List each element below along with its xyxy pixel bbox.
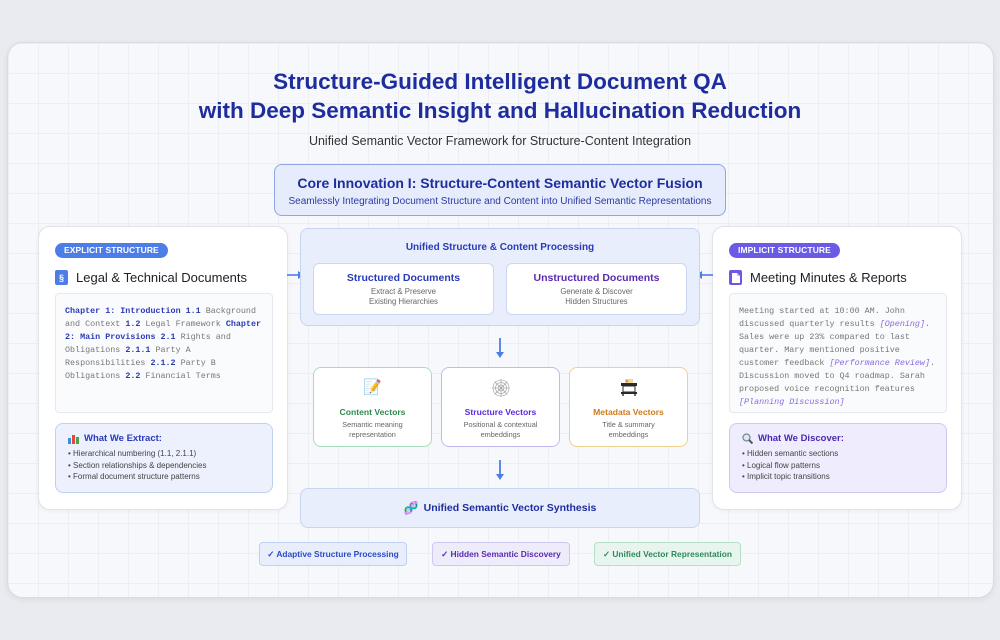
what-we-extract-title: What We Extract: (84, 433, 162, 444)
what-we-discover-box: What We Discover: Hidden semantic sectio… (729, 423, 947, 493)
section-number: 1.2 (125, 319, 141, 329)
synthesis-label: Unified Semantic Vector Synthesis (423, 502, 597, 514)
structure-vectors-title: Structure Vectors (464, 407, 537, 417)
content-vectors-line-1: Semantic meaning (342, 420, 403, 429)
memo-pencil-icon: 📝 (363, 379, 382, 396)
discover-item: Hidden semantic sections (742, 448, 934, 460)
structure-vectors-line-2: embeddings (480, 429, 521, 439)
section-text: Financial Terms (140, 371, 221, 381)
core-innovation-title: Core Innovation I: Structure-Content Sem… (297, 175, 703, 191)
discover-item: Implicit topic transitions (742, 471, 934, 483)
minutes-text: Meeting started at 10:00 AM. John discus… (739, 306, 905, 329)
unified-synthesis-box: 🧬 Unified Semantic Vector Synthesis (300, 488, 700, 528)
adaptive-structure-processing-pill: ✓ Adaptive Structure Processing (259, 542, 407, 566)
implicit-structure-badge: IMPLICIT STRUCTURE (729, 243, 840, 258)
content-vectors-title: Content Vectors (339, 407, 406, 417)
minutes-text: . Discussion moved to Q4 roadmap. Sarah … (739, 358, 936, 394)
bar-chart-icon (68, 434, 79, 444)
unstructured-documents-title: Unstructured Documents (533, 272, 660, 284)
extract-item: Formal document structure patterns (68, 471, 260, 483)
hidden-semantic-discovery-pill: ✓ Hidden Semantic Discovery (432, 542, 570, 566)
unstructured-documents-card: Unstructured Documents Generate & Discov… (506, 263, 687, 315)
metadata-vectors-card: Metadata Vectors Title & summary embeddi… (569, 367, 688, 447)
section-number: 2.1.1 (125, 345, 151, 355)
extract-item: Hierarchical numbering (1.1, 2.1.1) (68, 448, 260, 460)
discovered-topic-tag: [Opening] (879, 319, 925, 329)
meeting-minutes-sample: Meeting started at 10:00 AM. John discus… (729, 293, 947, 413)
section-sign-icon: § (55, 270, 68, 285)
section-number: 2.2 (125, 371, 141, 381)
metadata-vectors-title: Metadata Vectors (593, 407, 664, 417)
section-text: Legal Framework (140, 319, 226, 329)
discovered-topic-tag: [Planning Discussion] (739, 397, 845, 407)
structure-vectors-line-1: Positional & contextual (463, 420, 538, 429)
document-icon (729, 270, 742, 285)
core-innovation-box: Core Innovation I: Structure-Content Sem… (274, 164, 726, 216)
content-vectors-card: 📝 Content Vectors Semantic meaning repre… (313, 367, 432, 447)
what-we-discover-title: What We Discover: (758, 433, 844, 444)
structured-documents-card: Structured Documents Extract & Preserve … (313, 263, 494, 315)
printer-icon (570, 378, 687, 398)
what-we-extract-box: What We Extract: Hierarchical numbering … (55, 423, 273, 493)
magnifier-icon (742, 433, 753, 444)
explicit-panel-title: Legal & Technical Documents (76, 270, 248, 285)
section-number: Chapter 1: Introduction 1.1 (65, 306, 201, 316)
page-title-line-1: Structure-Guided Intelligent Document QA (273, 69, 727, 94)
discovered-topic-tag: [Performance Review] (829, 358, 930, 368)
metadata-vectors-line-2: embeddings (608, 429, 649, 439)
dna-icon: 🧬 (403, 501, 419, 515)
page-title-line-2: with Deep Semantic Insight and Hallucina… (198, 98, 802, 123)
implicit-structure-panel: IMPLICIT STRUCTURE Meeting Minutes & Rep… (712, 226, 962, 510)
section-text: Party B Obligations (65, 358, 216, 381)
core-innovation-subtitle: Seamlessly Integrating Document Structur… (288, 196, 712, 207)
discover-item: Logical flow patterns (742, 460, 934, 472)
arrow-down-to-vectors (496, 338, 504, 358)
section-number: Chapter 2: Main Provisions 2.1 (65, 319, 262, 342)
structured-documents-line-1: Extract & Preserve (371, 287, 436, 296)
page-subtitle: Unified Semantic Vector Framework for St… (308, 134, 692, 148)
structured-documents-title: Structured Documents (346, 272, 461, 284)
structure-vectors-card: Structure Vectors Positional & contextua… (441, 367, 560, 447)
minutes-text: . Sales were up 23% compared to last qua… (739, 319, 930, 368)
implicit-panel-title: Meeting Minutes & Reports (750, 270, 907, 285)
explicit-structure-panel: EXPLICIT STRUCTURE § Legal & Technical D… (38, 226, 288, 510)
processing-title: Unified Structure & Content Processing (405, 242, 595, 253)
unstructured-documents-line-1: Generate & Discover (560, 287, 633, 296)
section-text: Background and Context (65, 306, 256, 329)
unstructured-documents-line-2: Hidden Structures (565, 296, 628, 306)
web-network-icon (442, 378, 559, 398)
legal-document-sample: Chapter 1: Introduction 1.1 Background a… (55, 293, 273, 413)
unified-vector-representation-pill: ✓ Unified Vector Representation (594, 542, 741, 566)
content-vectors-line-2: representation (349, 429, 396, 439)
section-text: Rights and Obligations (65, 332, 231, 355)
metadata-vectors-line-1: Title & summary (602, 420, 655, 429)
arrow-down-to-synthesis (496, 460, 504, 480)
explicit-structure-badge: EXPLICIT STRUCTURE (55, 243, 168, 258)
extract-item: Section relationships & dependencies (68, 460, 260, 472)
structured-documents-line-2: Existing Hierarchies (369, 296, 438, 306)
unified-processing-box: Unified Structure & Content Processing S… (300, 228, 700, 326)
section-number: 2.1.2 (150, 358, 176, 368)
section-text: Party A Responsibilities (65, 345, 191, 368)
